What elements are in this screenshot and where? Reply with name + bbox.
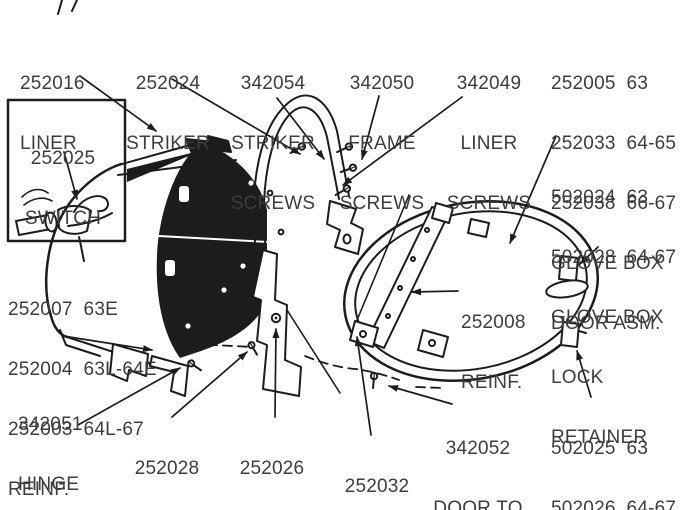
lock-drawing (560, 321, 587, 348)
label-hinge: 252032 HINGE (344, 476, 410, 497)
leader-door-asm (509, 135, 557, 244)
label-switch: 252025 SWITCH (24, 148, 102, 229)
label-glove-box-lock: 502025 63 502026 64-67 GLOVE BOX LOCK (551, 438, 677, 510)
label-reinf-door: 252008 REINF. (461, 312, 526, 393)
leader-striker (171, 78, 301, 155)
label-frame-screws: 342050 FRAME SCREWS (339, 73, 425, 214)
leader-lines (62, 75, 599, 436)
switch-wire-bundle (127, 150, 203, 182)
leader-frame-screws (360, 95, 380, 160)
leader-liner-screws (342, 96, 463, 186)
leader-door-stops (171, 351, 248, 418)
door-drawing (342, 194, 600, 383)
label-glove-box-door-asm: 252005 63 252033 64-65 252038 66-67 GLOV… (551, 73, 677, 334)
leader-liner (79, 75, 157, 132)
lock-retainer-drawing (545, 255, 589, 299)
leader-hinge (354, 336, 372, 436)
dashed-lines (192, 343, 444, 389)
label-liner: 252016 LINER (20, 73, 85, 154)
label-hinge-and-support-screws: 342051 HINGE AND SUPPORT SCREWS (18, 414, 83, 495)
leader-lock-retainer (579, 246, 599, 265)
leader-lock (576, 350, 592, 398)
leader-hinge-support-screws (77, 367, 181, 426)
label-door-to-hinge-screws: 342052 DOOR TO HINGE SCREWS (433, 438, 523, 510)
liner-drawing (44, 135, 269, 397)
leader-rod-grommets (272, 328, 280, 418)
check-rod (354, 194, 410, 326)
label-liner-screws: 342049 LINER SCREWS (446, 73, 532, 214)
switch-drawing (15, 188, 113, 262)
top-edge-marks (57, 0, 78, 15)
rod-grommet (270, 312, 282, 324)
label-reinf-left: 252007 63E 252004 63L-64E 252003 64L-67 … (8, 299, 157, 500)
leader-reinf-left (62, 335, 153, 353)
label-glove-box-lock-retainer: 502024 63 502028 64-67 GLOVE BOX LOCK RE… (551, 187, 677, 448)
label-striker-screws: 342054 STRIKER SCREWS (230, 73, 316, 214)
label-door-stops: 252028 DOOR STOPS (134, 458, 200, 479)
leader-striker-screws (276, 97, 325, 160)
support-channel-drawing (252, 249, 341, 397)
leader-switch (63, 151, 78, 200)
leader-door-to-hinge-screws (388, 385, 453, 405)
leader-reinf-door (411, 288, 459, 296)
label-rod-grommets: 252026 ROD GROMMETS (239, 458, 305, 479)
frame-drawing (252, 94, 364, 255)
label-striker: 252024 STRIKER (126, 73, 210, 154)
